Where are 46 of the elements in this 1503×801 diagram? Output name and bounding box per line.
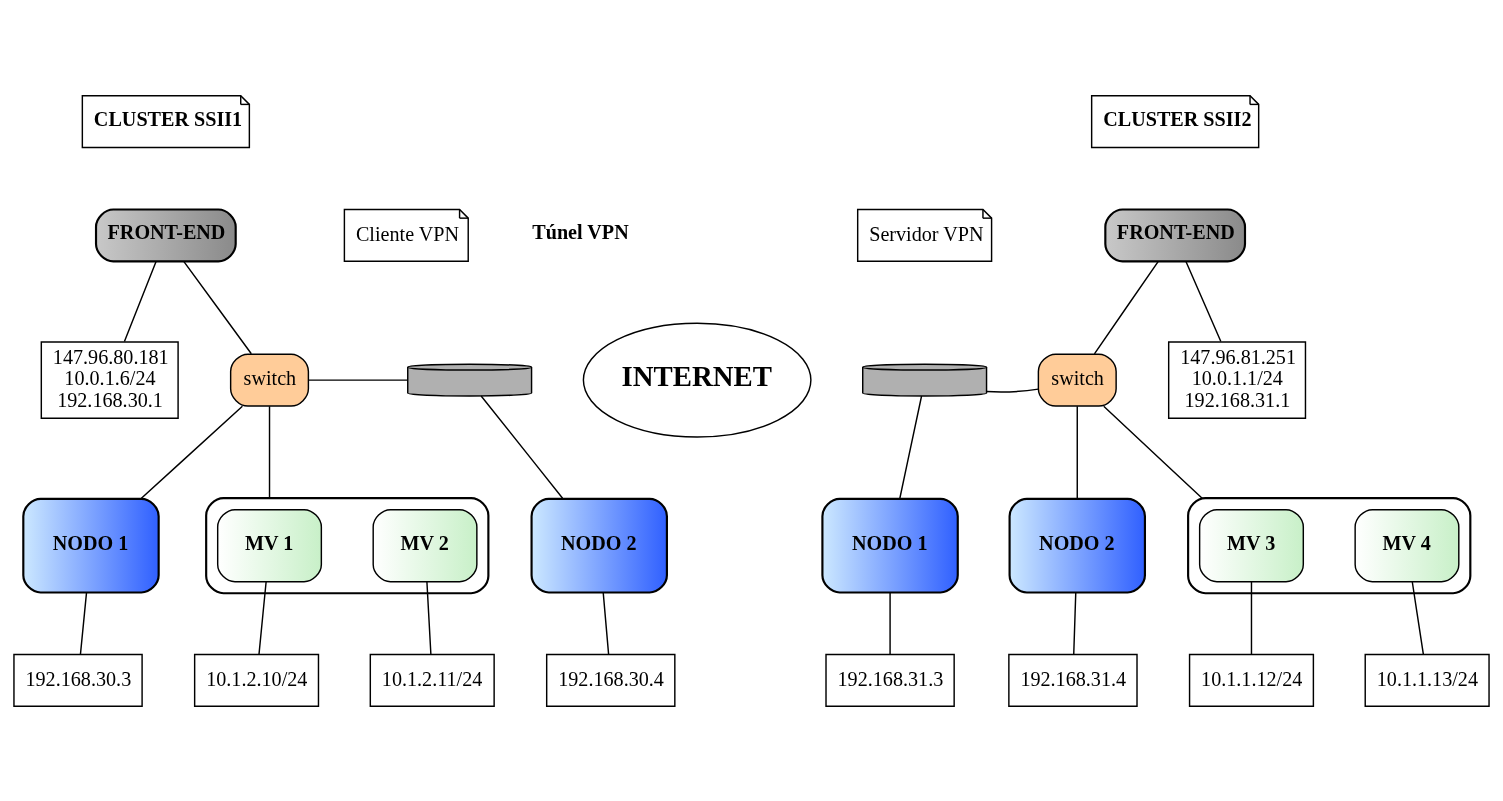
node-ellipse: INTERNET xyxy=(582,322,812,438)
node-box: MV 3 xyxy=(1198,508,1305,582)
node-box: 192.168.30.4 xyxy=(545,653,676,707)
node-box: 10.1.1.13/24 xyxy=(1364,653,1490,707)
connector xyxy=(985,387,1040,393)
node-box: 192.168.31.3 xyxy=(825,653,955,707)
connector xyxy=(480,394,564,499)
connector xyxy=(1103,405,1203,499)
connector xyxy=(1250,580,1253,655)
connector xyxy=(1073,591,1077,655)
connector xyxy=(183,260,253,354)
node-box: NODO 1 xyxy=(821,497,959,594)
node-box: switch xyxy=(229,353,310,407)
node-box: FRONT-END xyxy=(94,207,237,262)
connector xyxy=(1076,405,1078,499)
node-box: 192.168.31.4 xyxy=(1008,653,1138,707)
node-box: 10.1.2.10/24 xyxy=(193,653,320,707)
cluster xyxy=(205,496,490,594)
connector xyxy=(1411,580,1425,655)
node-box: NODO 1 xyxy=(22,497,160,594)
connector xyxy=(1093,260,1159,354)
connector xyxy=(426,580,432,655)
cluster xyxy=(1187,496,1472,594)
node-box: MV 2 xyxy=(372,508,478,582)
node-box: 10.1.1.12/24 xyxy=(1188,653,1315,707)
node-box: 147.96.81.251 10.0.1.1/24 192.168.31.1 xyxy=(1167,340,1307,419)
node-box: 10.1.2.11/24 xyxy=(369,653,495,707)
connector xyxy=(268,405,271,499)
node-box: MV 1 xyxy=(216,508,323,582)
node-box: 192.168.30.3 xyxy=(13,653,143,707)
connector xyxy=(899,394,923,499)
node-box: 147.96.80.181 10.0.1.6/24 192.168.30.1 xyxy=(40,340,179,419)
connector xyxy=(140,405,244,499)
node-box: NODO 2 xyxy=(1008,497,1146,594)
connector xyxy=(123,260,157,342)
node-box: FRONT-END xyxy=(1104,207,1247,262)
connector xyxy=(307,378,409,381)
node-box: switch xyxy=(1037,353,1117,407)
connector xyxy=(602,591,610,655)
connector xyxy=(889,591,891,655)
connector xyxy=(1185,260,1222,342)
node-box: MV 4 xyxy=(1354,508,1460,582)
connector xyxy=(79,591,88,655)
connector xyxy=(258,580,267,655)
label: Túnel VPN xyxy=(532,220,629,243)
node-box: NODO 2 xyxy=(530,497,668,594)
